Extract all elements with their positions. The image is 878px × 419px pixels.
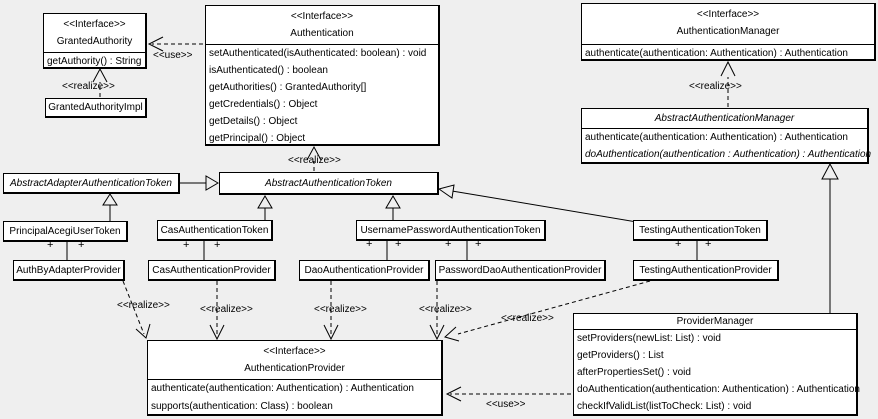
class-password-dao-authentication-provider: PasswordDaoAuthenticationProvider — [435, 260, 606, 281]
class-name: GrantedAuthority — [56, 36, 133, 47]
stereotype-label: <<Interface>> — [696, 9, 760, 20]
open-arrowheads — [92, 36, 736, 402]
class-principal-acegi-user-token: PrincipalAcegiUserToken — [3, 221, 128, 242]
dashed-edges — [99, 43, 729, 395]
method-label: getProviders() : List — [577, 350, 664, 361]
method-label: getAuthorities() : GrantedAuthority[] — [209, 82, 367, 93]
association-end-plus: + — [78, 239, 85, 251]
class-name: CasAuthenticationToken — [160, 224, 269, 236]
class-testing-authentication-token: TestingAuthenticationToken — [633, 220, 768, 241]
class-name: GrantedAuthorityImpl — [48, 102, 143, 113]
class-username-password-authentication-token: UsernamePasswordAuthenticationToken — [356, 220, 546, 241]
method-label: getAuthority() : String — [47, 56, 142, 67]
association-edges — [66, 241, 698, 260]
stereotype-label: <<Interface>> — [63, 19, 126, 30]
class-testing-authentication-provider: TestingAuthenticationProvider — [633, 260, 779, 281]
stereotype-label: <<Interface>> — [290, 11, 354, 22]
method-label: setProviders(newList: List) : void — [577, 333, 721, 344]
method-label: supports(authentication: Class) : boolea… — [151, 401, 333, 412]
use-label: <<use>> — [153, 50, 193, 61]
class-abstract-authentication-manager: AbstractAuthenticationManager authentica… — [581, 108, 872, 164]
method-label: authenticate(authentication: Authenticat… — [585, 48, 848, 59]
method-label: setAuthenticated(isAuthenticated: boolea… — [209, 48, 427, 59]
method-label: checkIfValidList(listToCheck: List) : vo… — [577, 401, 752, 412]
class-name: AbstractAuthenticationToken — [265, 177, 392, 189]
realize-label: <<realize>> — [314, 304, 367, 315]
class-name: AuthenticationProvider — [244, 363, 345, 374]
class-abstract-authentication-token: AbstractAuthenticationToken — [219, 172, 439, 195]
class-cas-authentication-provider: CasAuthenticationProvider — [148, 260, 276, 281]
class-abstract-adapter-authentication-token: AbstractAdapterAuthenticationToken — [3, 173, 180, 194]
stereotype-label: <<Interface>> — [263, 346, 326, 357]
class-dao-authentication-provider: DaoAuthenticationProvider — [299, 260, 430, 281]
method-label: authenticate(authentication: Authenticat… — [585, 132, 848, 143]
method-label: getCredentials() : Object — [209, 99, 318, 110]
class-authentication-provider: <<Interface>> AuthenticationProvider aut… — [147, 340, 443, 416]
class-name: Authentication — [290, 28, 354, 39]
method-label: getPrincipal() : Object — [209, 133, 306, 144]
realize-label: <<realize>> — [419, 304, 472, 315]
method-label: doAuthentication(authentication: Authent… — [577, 384, 860, 395]
realize-label: <<realize>> — [689, 81, 742, 92]
method-label: isAuthenticated() : boolean — [209, 65, 328, 76]
class-provider-manager: ProviderManager setProviders(newList: Li… — [573, 313, 860, 416]
association-end-plus: + — [395, 238, 402, 250]
class-name: AbstractAdapterAuthenticationToken — [10, 177, 172, 189]
method-label: getDetails() : Object — [209, 116, 298, 127]
class-name: AuthenticationManager — [676, 26, 780, 37]
association-end-plus: + — [475, 238, 482, 250]
method-label: doAuthentication(authentication : Authen… — [585, 149, 872, 160]
method-label: afterPropertiesSet() : void — [577, 367, 691, 378]
use-label: <<use>> — [486, 399, 526, 410]
realize-label: <<realize>> — [288, 155, 341, 166]
class-name: UsernamePasswordAuthenticationToken — [360, 224, 541, 236]
realize-label: <<realize>> — [62, 81, 115, 92]
association-end-plus: + — [47, 239, 54, 251]
class-cas-authentication-token: CasAuthenticationToken — [157, 220, 273, 241]
class-name: DaoAuthenticationProvider — [304, 264, 424, 276]
association-end-plus: + — [183, 239, 190, 251]
class-name: PasswordDaoAuthenticationProvider — [438, 264, 602, 276]
class-name: AuthByAdapterProvider — [16, 264, 121, 276]
class-authentication-manager: <<Interface>> AuthenticationManager auth… — [581, 3, 876, 61]
class-granted-authority: <<Interface>> GrantedAuthority getAuthor… — [43, 13, 147, 69]
class-granted-authority-impl: GrantedAuthorityImpl — [45, 98, 147, 118]
association-end-plus: + — [675, 238, 682, 250]
method-label: authenticate(authentication: Authenticat… — [151, 383, 414, 394]
class-authentication: <<Interface>> Authentication setAuthenti… — [205, 5, 440, 146]
class-name: ProviderManager — [676, 316, 754, 327]
class-name: TestingAuthenticationProvider — [639, 264, 772, 276]
realize-label: <<realize>> — [200, 304, 253, 315]
class-name: TestingAuthenticationToken — [639, 224, 761, 236]
realize-label: <<realize>> — [501, 313, 554, 324]
class-name: CasAuthenticationProvider — [152, 264, 271, 276]
class-auth-by-adapter-provider: AuthByAdapterProvider — [13, 260, 125, 281]
association-end-plus: + — [214, 239, 221, 251]
realize-label: <<realize>> — [117, 300, 170, 311]
class-name: PrincipalAcegiUserToken — [9, 225, 121, 237]
association-end-plus: + — [366, 238, 373, 250]
association-end-plus: + — [445, 238, 452, 250]
association-end-plus: + — [705, 238, 712, 250]
class-name: AbstractAuthenticationManager — [654, 113, 795, 124]
generalization-edges — [102, 162, 839, 313]
